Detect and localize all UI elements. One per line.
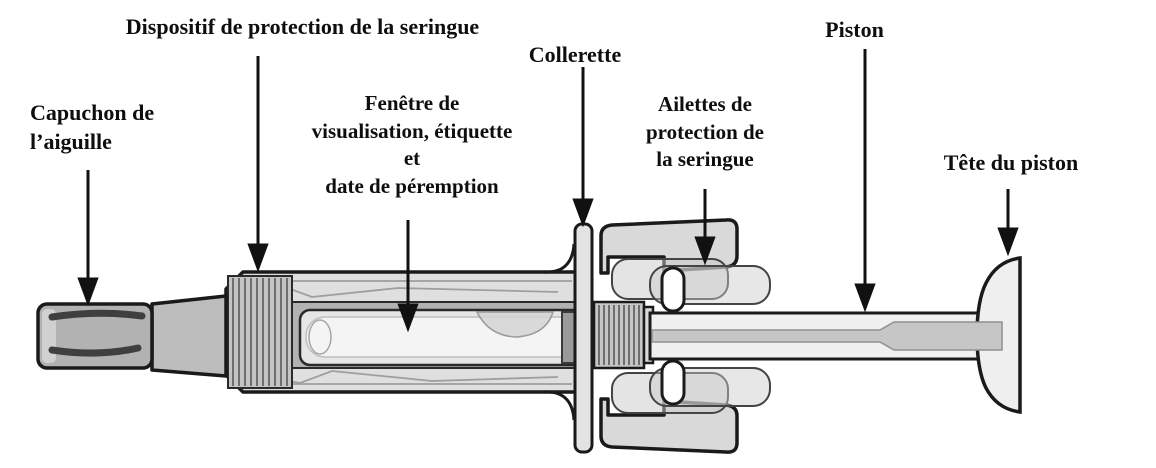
wing-bottom xyxy=(599,359,772,454)
arrow-window xyxy=(397,220,419,333)
arrow-plunger xyxy=(854,49,876,313)
arrow-collar xyxy=(572,67,594,228)
arrow-needle-cap xyxy=(77,170,99,307)
collar-flange xyxy=(573,222,594,454)
threaded-connector xyxy=(592,300,655,370)
label-needle-cap: Capuchon de l’aiguille xyxy=(30,100,155,155)
label-viewing-window: Fenêtre de visualisation, étiquette et d… xyxy=(311,91,513,199)
viewing-window xyxy=(298,308,597,367)
label-collar: Collerette xyxy=(528,42,622,67)
label-plunger-head: Tête du piston xyxy=(943,150,1079,175)
label-safety-device: Dispositif de protection de la seringue xyxy=(125,14,480,39)
safety-device-ribs xyxy=(227,275,293,389)
arrow-wings xyxy=(694,189,716,266)
arrow-safety-device xyxy=(247,56,269,273)
wing-top xyxy=(599,218,772,313)
needle-cap xyxy=(36,294,228,378)
label-plunger: Piston xyxy=(825,17,884,42)
label-wings: Ailettes de protection de la seringue xyxy=(645,92,764,172)
rod-stripe xyxy=(651,321,1003,351)
liquid-meniscus xyxy=(475,311,555,338)
arrow-plunger-head xyxy=(997,189,1019,257)
